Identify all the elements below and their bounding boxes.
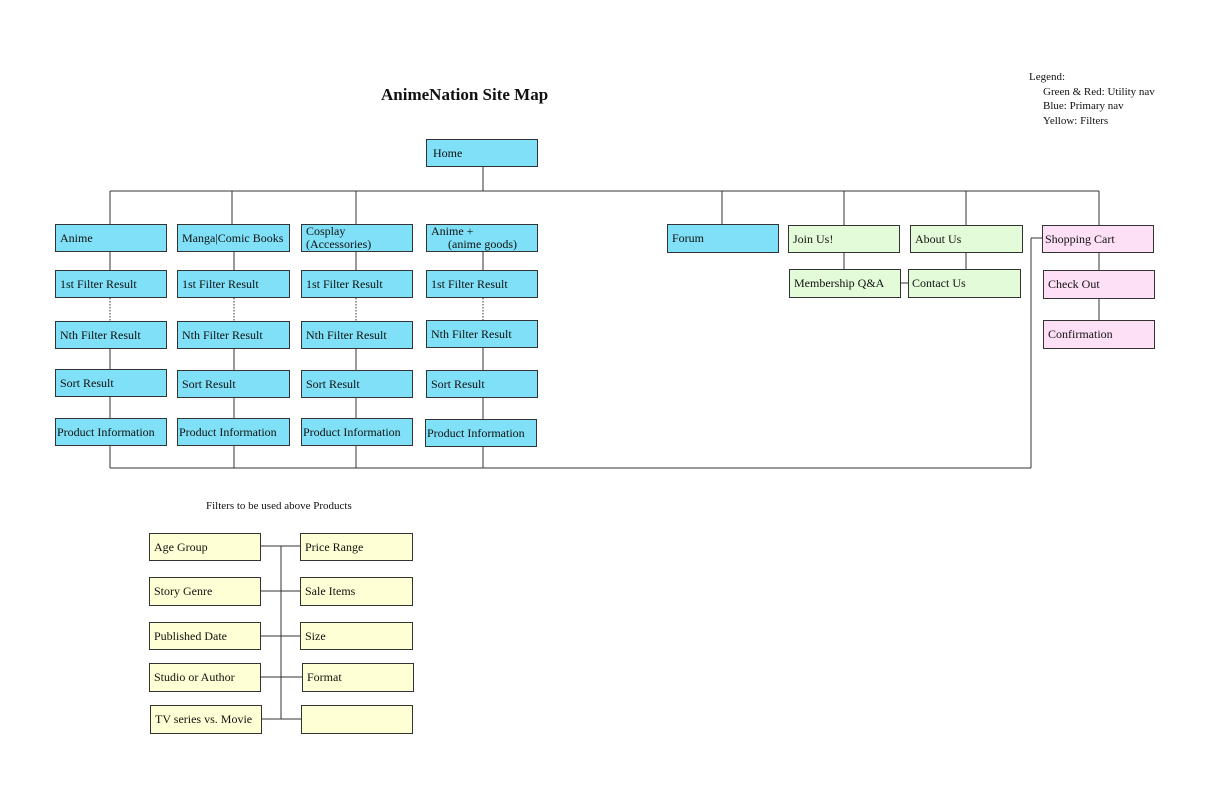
filter-published-date[interactable]: Published Date [149, 622, 261, 650]
node-home[interactable]: Home [426, 139, 538, 167]
node-anime-sort[interactable]: Sort Result [55, 369, 167, 397]
node-anime-plus-line1: Anime + [431, 224, 474, 238]
node-anime-plus-sort[interactable]: Sort Result [426, 370, 538, 398]
filter-story-genre[interactable]: Story Genre [149, 577, 261, 606]
node-confirmation[interactable]: Confirmation [1043, 320, 1155, 349]
legend-item-utility: Green & Red: Utility nav [1043, 85, 1155, 98]
node-about-us[interactable]: About Us [910, 225, 1023, 253]
node-anime-plus-first-filter[interactable]: 1st Filter Result [426, 270, 538, 298]
filter-studio-or-author[interactable]: Studio or Author [149, 663, 261, 692]
node-anime-product-info[interactable]: Product Information [55, 418, 167, 446]
legend-item-primary: Blue: Primary nav [1043, 100, 1124, 112]
legend: Legend: Green & Red: Utility nav Blue: P… [1029, 70, 1155, 128]
node-cosplay[interactable]: Cosplay (Accessories) [301, 224, 413, 252]
node-contact-us[interactable]: Contact Us [908, 269, 1021, 298]
node-anime-plus-product-info[interactable]: Product Information [425, 419, 537, 447]
node-manga-first-filter[interactable]: 1st Filter Result [177, 270, 290, 298]
node-membership-qa[interactable]: Membership Q&A [789, 269, 901, 298]
node-anime-plus-nth-filter[interactable]: Nth Filter Result [426, 320, 538, 348]
node-cosplay-product-info[interactable]: Product Information [301, 418, 413, 446]
legend-item-filters: Yellow: Filters [1043, 114, 1109, 127]
node-cosplay-line1: Cosplay [306, 224, 346, 238]
node-manga-product-info[interactable]: Product Information [177, 418, 290, 446]
node-anime-plus[interactable]: Anime + (anime goods) [426, 224, 538, 252]
node-anime-first-filter[interactable]: 1st Filter Result [55, 270, 167, 298]
node-anime-nth-filter[interactable]: Nth Filter Result [55, 321, 167, 349]
filter-size[interactable]: Size [300, 622, 413, 650]
node-anime-plus-line2: (anime goods) [448, 237, 517, 251]
node-cosplay-line2: (Accessories) [306, 237, 372, 251]
filter-price-range[interactable]: Price Range [300, 533, 413, 561]
filter-empty-slot[interactable] [301, 705, 413, 734]
filter-age-group[interactable]: Age Group [149, 533, 261, 561]
filter-tv-series-vs-movie[interactable]: TV series vs. Movie [150, 705, 262, 734]
node-anime[interactable]: Anime [55, 224, 167, 252]
node-cosplay-nth-filter[interactable]: Nth Filter Result [301, 321, 413, 349]
filter-format[interactable]: Format [302, 663, 414, 692]
node-manga-sort[interactable]: Sort Result [177, 370, 290, 398]
node-shopping-cart[interactable]: Shopping Cart [1042, 225, 1154, 253]
node-check-out[interactable]: Check Out [1043, 270, 1155, 299]
filter-sale-items[interactable]: Sale Items [300, 577, 413, 606]
node-join-us[interactable]: Join Us! [788, 225, 900, 253]
page-title: AnimeNation Site Map [381, 85, 549, 104]
node-cosplay-first-filter[interactable]: 1st Filter Result [301, 270, 413, 298]
legend-heading: Legend: [1029, 71, 1066, 83]
node-forum[interactable]: Forum [667, 224, 779, 253]
node-manga[interactable]: Manga|Comic Books [177, 224, 290, 252]
node-manga-nth-filter[interactable]: Nth Filter Result [177, 321, 290, 349]
node-cosplay-sort[interactable]: Sort Result [301, 370, 413, 398]
filters-title: Filters to be used above Products [206, 500, 352, 512]
